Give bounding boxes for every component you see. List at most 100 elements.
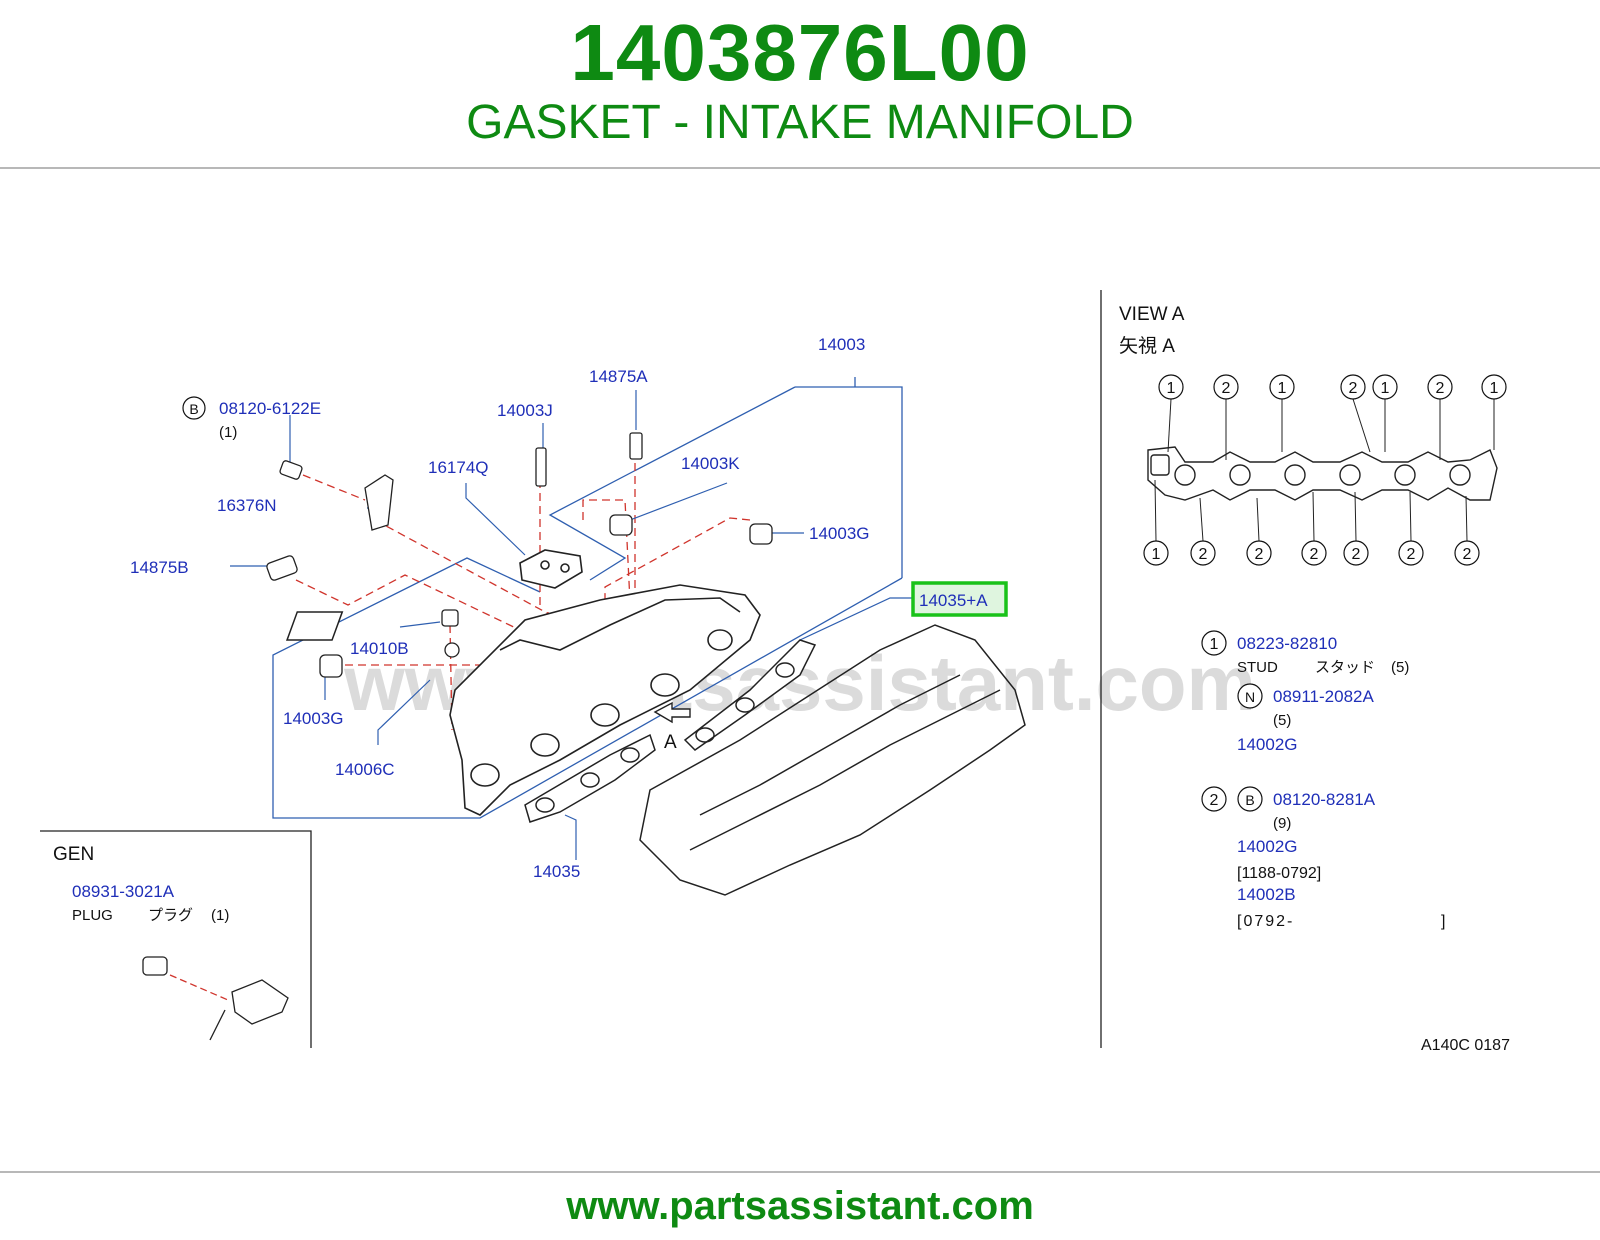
svg-text:2: 2 [1352, 546, 1361, 563]
top-marker: 2 [1340, 374, 1366, 400]
svg-text:1: 1 [1490, 380, 1499, 397]
legend-2-ref2[interactable]: 14002B [1237, 885, 1296, 904]
view-a-bottom-markers: 1 2 2 2 2 2 2 [1143, 540, 1480, 566]
svg-text:1: 1 [1167, 380, 1176, 397]
legend-2-date2-close: ] [1441, 913, 1445, 930]
gen-box-title: GEN [53, 844, 94, 865]
legend-2-qty: (9) [1273, 815, 1291, 832]
callout-14875a[interactable]: 14875A [589, 367, 648, 386]
callout-14010b[interactable]: 14010B [350, 639, 409, 658]
legend-item-1: 1 08223-82810 STUD スタッド (5) N 08911-2082… [1201, 630, 1409, 754]
view-a-marker-leaders [1154, 398, 1495, 542]
part-name-subtitle: GASKET - INTAKE MANIFOLD [466, 96, 1134, 149]
svg-text:2: 2 [1310, 546, 1319, 563]
flange-16174q-drawing [519, 549, 583, 589]
legend-item-2: 2 B 08120-8281A (9) 14002G [1188-0792] 1… [1201, 786, 1445, 930]
bolt-b-callout: B 08120-6122E (1) [182, 396, 321, 441]
callout-14003g-left[interactable]: 14003G [283, 709, 344, 728]
footer-url[interactable]: www.partsassistant.com [566, 1184, 1034, 1228]
bolt-b-symbol: B [189, 401, 198, 417]
gen-box-qty: (1) [211, 907, 229, 924]
footer-divider [0, 1171, 1600, 1173]
header: 1403876L00 GASKET - INTAKE MANIFOLD [0, 0, 1600, 170]
legend-nut-symbol: N [1245, 689, 1255, 705]
svg-text:2: 2 [1463, 546, 1472, 563]
bolt-b-symbol-circle [182, 396, 206, 420]
highlight-14035a[interactable]: 14035+A [911, 581, 1008, 617]
legend-2-date2: [0792- [1237, 913, 1294, 930]
bolt-b-qty: (1) [219, 424, 237, 441]
intake-manifold-drawing [285, 584, 761, 816]
main-view: A 14003 14875A 14003J 14003K 16174Q 1400… [130, 335, 1026, 896]
callout-16376n[interactable]: 16376N [217, 496, 277, 515]
legend-1-desc-en: STUD [1237, 659, 1278, 676]
legend-2-date1: [1188-0792] [1237, 865, 1321, 882]
svg-text:2: 2 [1349, 380, 1358, 397]
legend-bolt-symbol: B [1245, 792, 1254, 808]
bottom-marker: 2 [1398, 540, 1424, 566]
gen-box-desc-jp: プラグ [148, 907, 193, 924]
gen-box-frame [40, 830, 312, 1048]
svg-text:1: 1 [1152, 546, 1161, 563]
header-divider [0, 167, 1600, 169]
bottom-marker: 2 [1343, 540, 1369, 566]
legend-1-ref[interactable]: 14002G [1237, 735, 1298, 754]
view-a-top-markers: 1 2 1 2 1 2 1 [1158, 374, 1507, 400]
svg-text:1: 1 [1278, 380, 1287, 397]
cylinder-head-drawing [639, 624, 1026, 896]
bottom-marker: 2 [1190, 540, 1216, 566]
legend-1-qty: (5) [1391, 659, 1409, 676]
legend-1-nut-qty: (5) [1273, 712, 1291, 729]
bottom-marker: 1 [1143, 540, 1169, 566]
legend-nut-symbol-circle [1237, 683, 1263, 709]
callout-14003k[interactable]: 14003K [681, 454, 740, 473]
legend-marker-2-circle [1201, 786, 1227, 812]
part-number-title: 1403876L00 [570, 8, 1030, 97]
gasket-14035a-drawing [683, 639, 817, 751]
callout-14003g-top[interactable]: 14003G [809, 524, 870, 543]
legend-bolt-symbol-circle [1237, 786, 1263, 812]
callout-16174q[interactable]: 16174Q [428, 458, 489, 477]
svg-text:2: 2 [1199, 546, 1208, 563]
legend-1-part-number[interactable]: 08223-82810 [1237, 634, 1337, 653]
highlight-box [911, 581, 1008, 617]
top-marker: 2 [1213, 374, 1239, 400]
top-marker: 2 [1427, 374, 1453, 400]
legend-marker-2: 2 [1210, 792, 1219, 809]
legend-1-nut-part-number[interactable]: 08911-2082A [1273, 687, 1374, 706]
svg-text:2: 2 [1407, 546, 1416, 563]
callout-14035a[interactable]: 14035+A [919, 591, 988, 610]
top-marker: 1 [1269, 374, 1295, 400]
callout-14035[interactable]: 14035 [533, 862, 580, 881]
bottom-marker: 2 [1301, 540, 1327, 566]
callout-14875b[interactable]: 14875B [130, 558, 189, 577]
view-a-gasket-drawing [1147, 446, 1498, 501]
view-a-title: VIEW A [1119, 304, 1185, 325]
callout-14003j[interactable]: 14003J [497, 401, 553, 420]
view-a-title-jp: 矢視 A [1119, 335, 1175, 357]
bottom-marker: 2 [1454, 540, 1480, 566]
callout-14003[interactable]: 14003 [818, 335, 865, 354]
gasket-14035-drawing [524, 733, 656, 823]
view-a-panel: VIEW A 矢視 A 1 2 [1119, 304, 1510, 1054]
view-arrow-icon [653, 701, 691, 724]
svg-text:2: 2 [1222, 380, 1231, 397]
svg-text:2: 2 [1255, 546, 1264, 563]
legend-2-part-number[interactable]: 08120-8281A [1273, 790, 1376, 809]
frame-14003 [795, 386, 903, 578]
view-arrow-label: A [664, 732, 677, 753]
diagram-code: A140C 0187 [1421, 1037, 1510, 1054]
callout-labels: 14003 14875A 14003J 14003K 16174Q 14003G… [130, 335, 870, 881]
gen-box-part-number[interactable]: 08931-3021A [72, 882, 175, 901]
bolt-b-part-number[interactable]: 08120-6122E [219, 399, 321, 418]
legend-1-desc-jp: スタッド [1315, 659, 1375, 676]
callout-14006c[interactable]: 14006C [335, 760, 395, 779]
plug-drawing [142, 956, 289, 1041]
top-marker: 1 [1372, 374, 1398, 400]
gen-box-desc-en: PLUG [72, 907, 113, 924]
legend-marker-1: 1 [1210, 636, 1219, 653]
view-arrow-a: A [653, 701, 691, 753]
legend-marker-1-circle [1201, 630, 1227, 656]
legend-2-ref1[interactable]: 14002G [1237, 837, 1298, 856]
